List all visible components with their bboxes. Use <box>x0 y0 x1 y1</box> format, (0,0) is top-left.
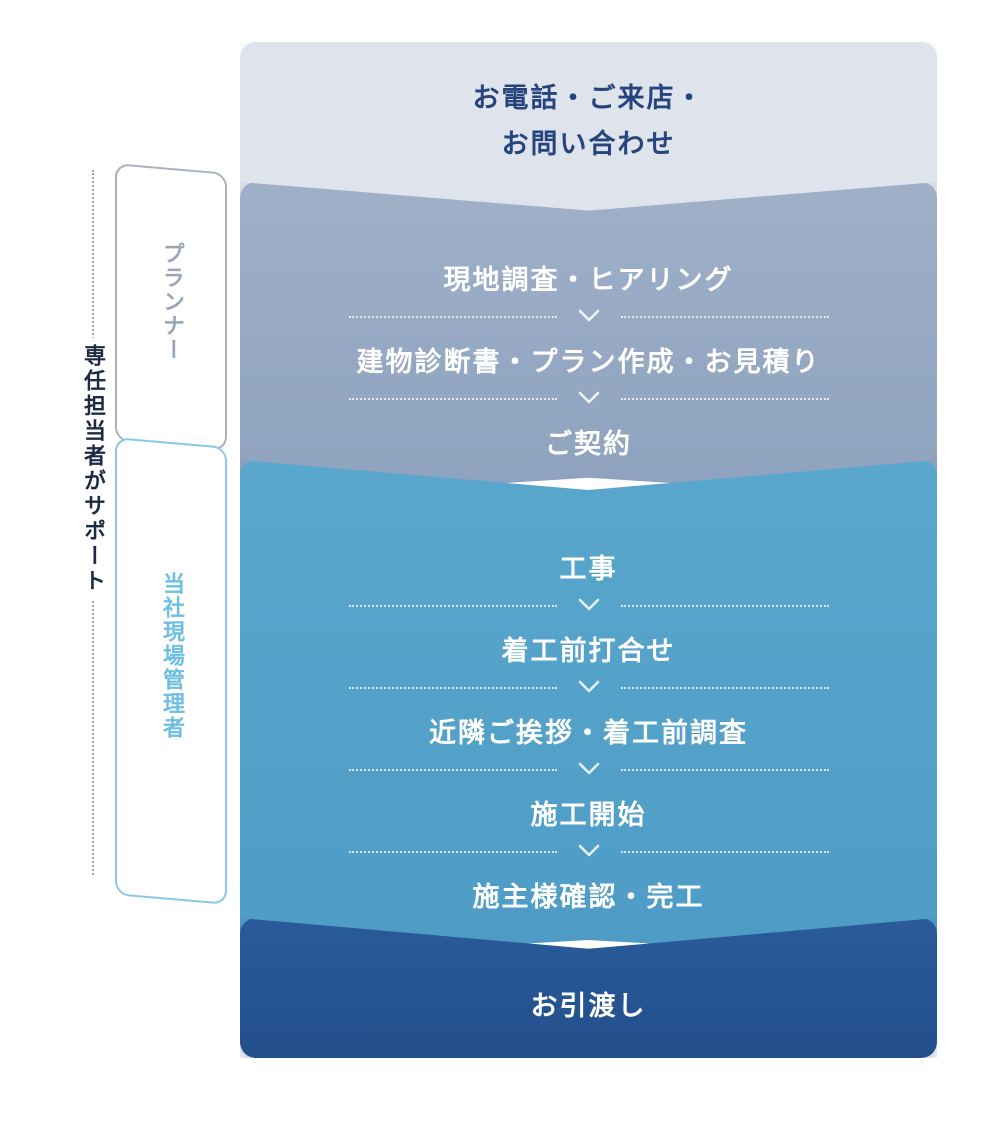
step-separator <box>348 756 829 786</box>
site-manager-role-tab: 当社現場管理者 <box>115 437 227 905</box>
planner-role-label: プランナー <box>159 242 184 362</box>
construction-block: 工事 着工前打合せ 近隣ご挨拶・着工前調査 施工開始 <box>240 460 937 960</box>
chevron-down-icon <box>578 309 599 322</box>
contact-line-1: お電話・ご来店・ <box>472 83 705 114</box>
construction-step: 施主様確認・完工 <box>472 881 705 913</box>
construction-step: 着工前打合せ <box>501 635 676 667</box>
planner-step: ご契約 <box>545 428 632 460</box>
chevron-down-icon <box>578 762 599 775</box>
support-label-text: 専任担当者がサポート <box>80 344 105 594</box>
contact-line-2: お問い合わせ <box>501 129 676 160</box>
step-separator <box>348 592 829 622</box>
chevron-down-icon <box>578 391 599 404</box>
process-stack: お電話・ご来店・ お問い合わせ 現地調査・ヒアリング 建物診断書・プラン作成・お… <box>240 42 937 1058</box>
step-separator <box>348 838 829 868</box>
handover-step: お引渡し <box>530 990 647 1022</box>
site-manager-role-label: 当社現場管理者 <box>159 572 184 740</box>
planner-block: 現地調査・ヒアリング 建物診断書・プラン作成・お見積り ご契約 <box>240 182 937 500</box>
chevron-down-icon <box>578 844 599 857</box>
construction-step: 近隣ご挨拶・着工前調査 <box>429 717 748 749</box>
planner-step: 建物診断書・プラン作成・お見積り <box>356 346 821 378</box>
chevron-down-icon <box>578 598 599 611</box>
step-separator <box>348 303 829 333</box>
step-separator <box>348 385 829 415</box>
planner-role-tab: プランナー <box>115 163 227 451</box>
chevron-down-icon <box>578 680 599 693</box>
step-separator <box>348 674 829 704</box>
construction-step: 工事 <box>559 553 618 585</box>
support-label: 専任担当者がサポート <box>72 338 112 600</box>
construction-step: 施工開始 <box>530 799 647 831</box>
planner-step: 現地調査・ヒアリング <box>443 264 734 296</box>
